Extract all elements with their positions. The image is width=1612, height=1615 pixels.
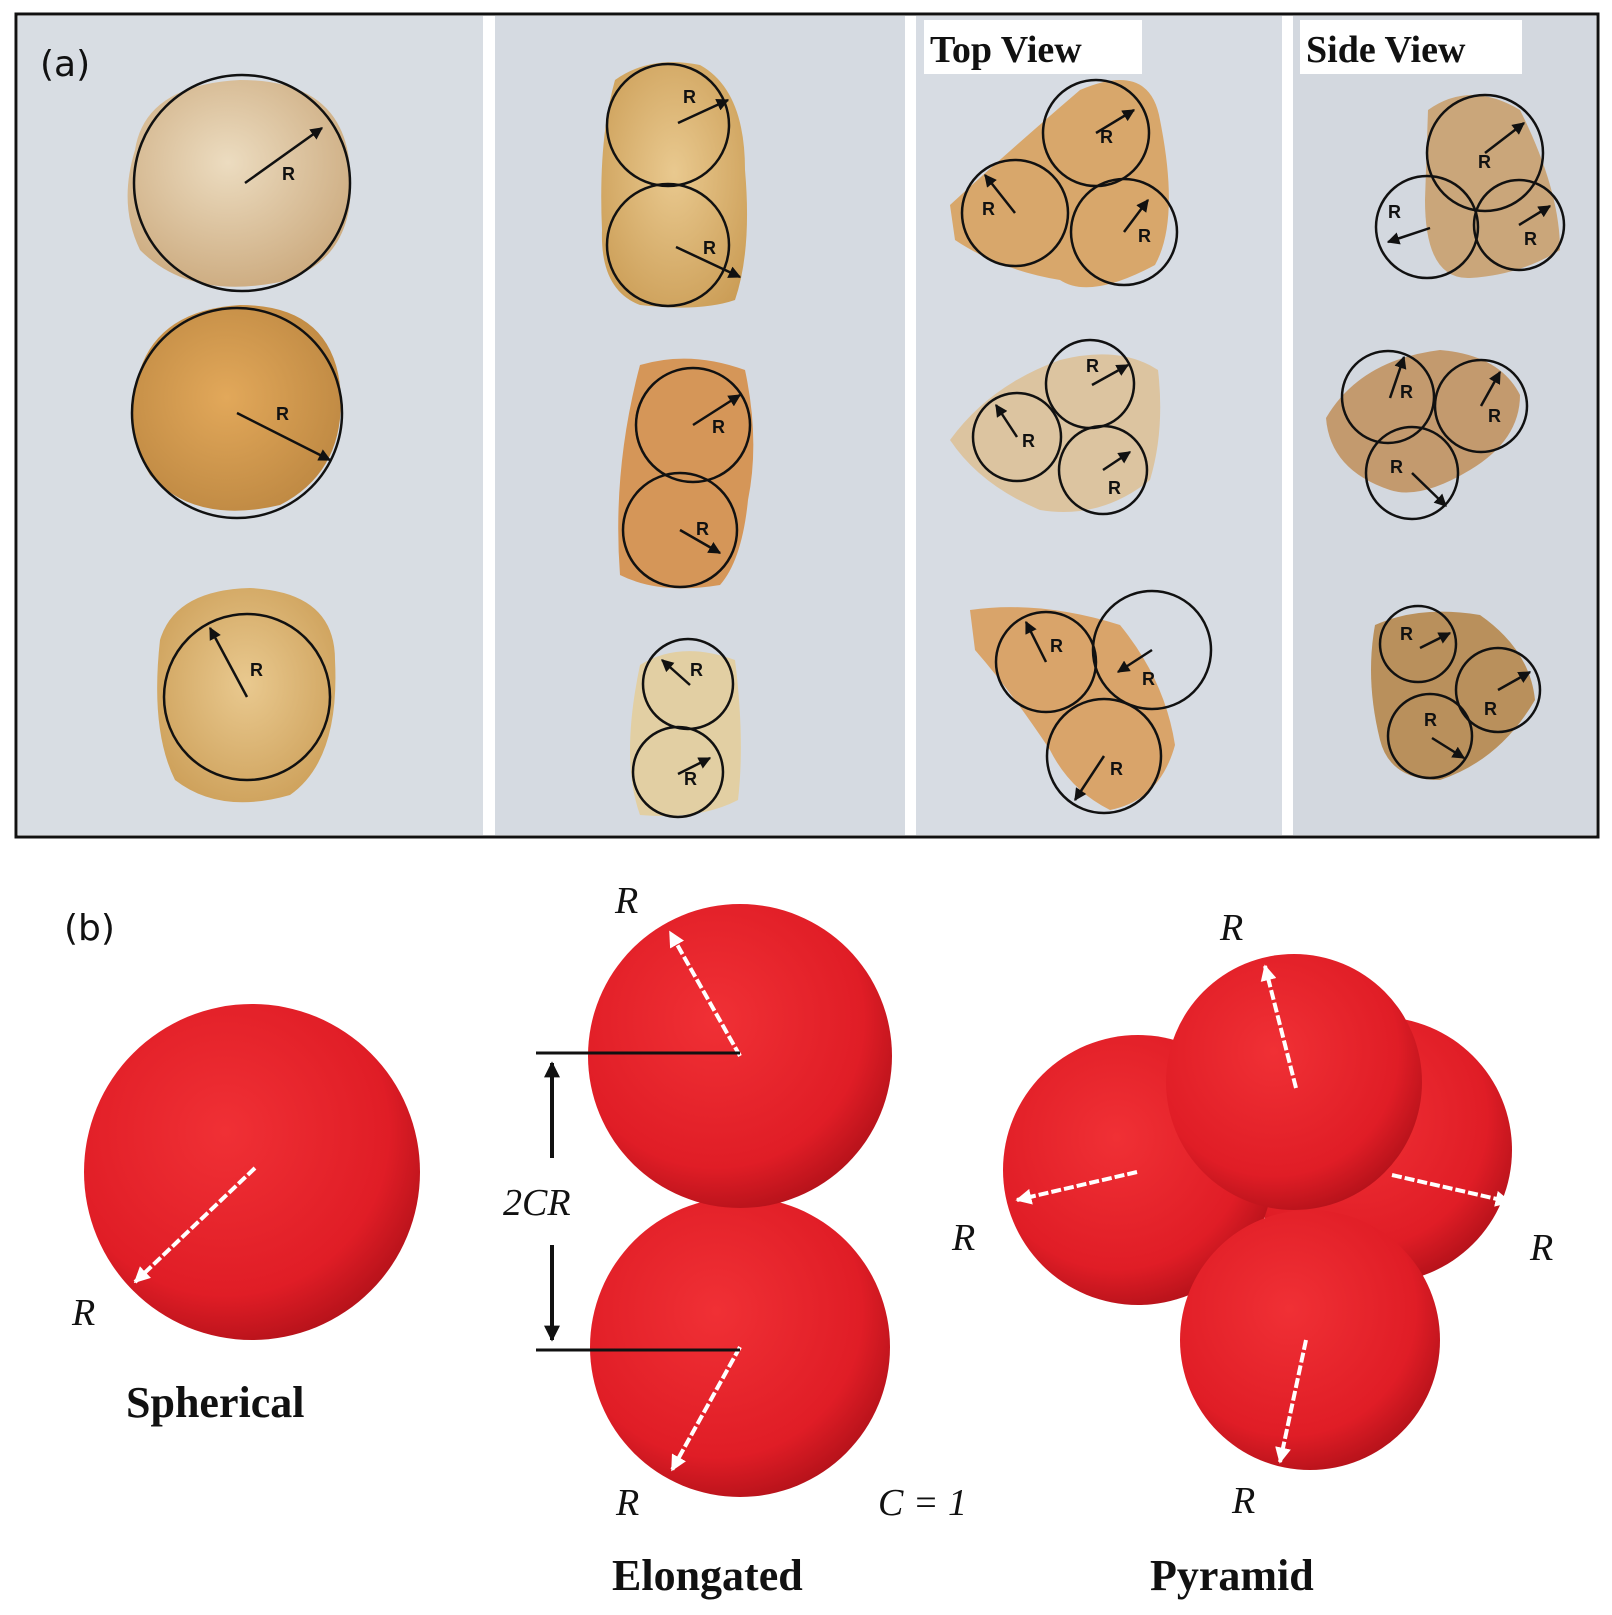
model-spherical: R Spherical — [71, 1004, 420, 1427]
model-pyramid: R R R R Pyramid — [951, 907, 1553, 1600]
radius-mark: R — [684, 769, 697, 789]
stone-spherical-1: R — [127, 73, 352, 293]
radius-label-bottom: R — [1231, 1480, 1255, 1522]
radius-mark: R — [1484, 699, 1497, 719]
spacing-label: 2CR — [503, 1182, 571, 1224]
side-view-label: Side View — [1306, 29, 1466, 71]
stone-elongated-2: R R — [618, 358, 754, 589]
stone-spherical-3: R — [157, 588, 336, 803]
radius-label-left: R — [951, 1217, 975, 1259]
shape-name-spherical: Spherical — [126, 1378, 304, 1427]
radius-mark: R — [703, 238, 716, 258]
radius-mark: R — [683, 87, 696, 107]
panel-a-label: (a) — [40, 44, 90, 85]
panel-b-label: (b) — [64, 908, 115, 949]
stone-pyramid-side-1: R R R — [1374, 93, 1566, 280]
radius-mark: R — [1488, 406, 1501, 426]
radius-mark: R — [1050, 636, 1063, 656]
stone-pyramid-side-2: R R R — [1326, 349, 1529, 521]
top-view-label-bg — [924, 20, 1142, 74]
stone-elongated-1: R R — [601, 62, 748, 308]
radius-mark: R — [1108, 478, 1121, 498]
radius-label-bottom: R — [615, 1482, 639, 1524]
stone-spherical-2: R — [130, 305, 344, 520]
stone-pyramid-top-3: R R R — [970, 589, 1213, 815]
radius-mark: R — [1478, 152, 1491, 172]
panel-b: (b) R Spherical 2CR R R C = 1 Elongated — [64, 880, 1553, 1600]
radius-mark: R — [712, 417, 725, 437]
stone-elongated-3: R R — [630, 637, 741, 819]
side-view-label-bg — [1300, 20, 1522, 74]
shape-name-pyramid: Pyramid — [1150, 1551, 1314, 1600]
radius-mark: R — [982, 199, 995, 219]
radius-mark: R — [690, 660, 703, 680]
panel-a: (a) Top View Side View R R R — [14, 12, 1600, 839]
radius-mark: R — [282, 164, 295, 184]
radius-mark: R — [1142, 669, 1155, 689]
radius-mark: R — [1400, 624, 1413, 644]
top-view-label: Top View — [930, 29, 1082, 71]
radius-mark: R — [276, 404, 289, 424]
radius-label: R — [71, 1292, 95, 1334]
radius-mark: R — [1424, 710, 1437, 730]
stone-pyramid-side-3: R R R — [1371, 604, 1542, 780]
stone-pyramid-top-2: R R R — [950, 338, 1161, 516]
radius-mark: R — [696, 519, 709, 539]
radius-mark: R — [1524, 229, 1537, 249]
radius-mark: R — [250, 660, 263, 680]
radius-mark: R — [1400, 382, 1413, 402]
shape-name-elongated: Elongated — [612, 1551, 803, 1600]
radius-mark: R — [1390, 457, 1403, 477]
radius-label-right: R — [1529, 1227, 1553, 1269]
radius-mark: R — [1388, 202, 1401, 222]
radius-mark: R — [1138, 226, 1151, 246]
radius-label-top: R — [1219, 907, 1243, 949]
c-value: C = 1 — [878, 1482, 967, 1524]
stone-pyramid-top-1: R R R — [950, 78, 1179, 288]
model-elongated: 2CR R R C = 1 Elongated — [503, 880, 967, 1600]
radius-mark: R — [1086, 356, 1099, 376]
radius-mark: R — [1110, 759, 1123, 779]
radius-label-top: R — [614, 880, 638, 922]
radius-mark: R — [1100, 127, 1113, 147]
radius-mark: R — [1022, 431, 1035, 451]
